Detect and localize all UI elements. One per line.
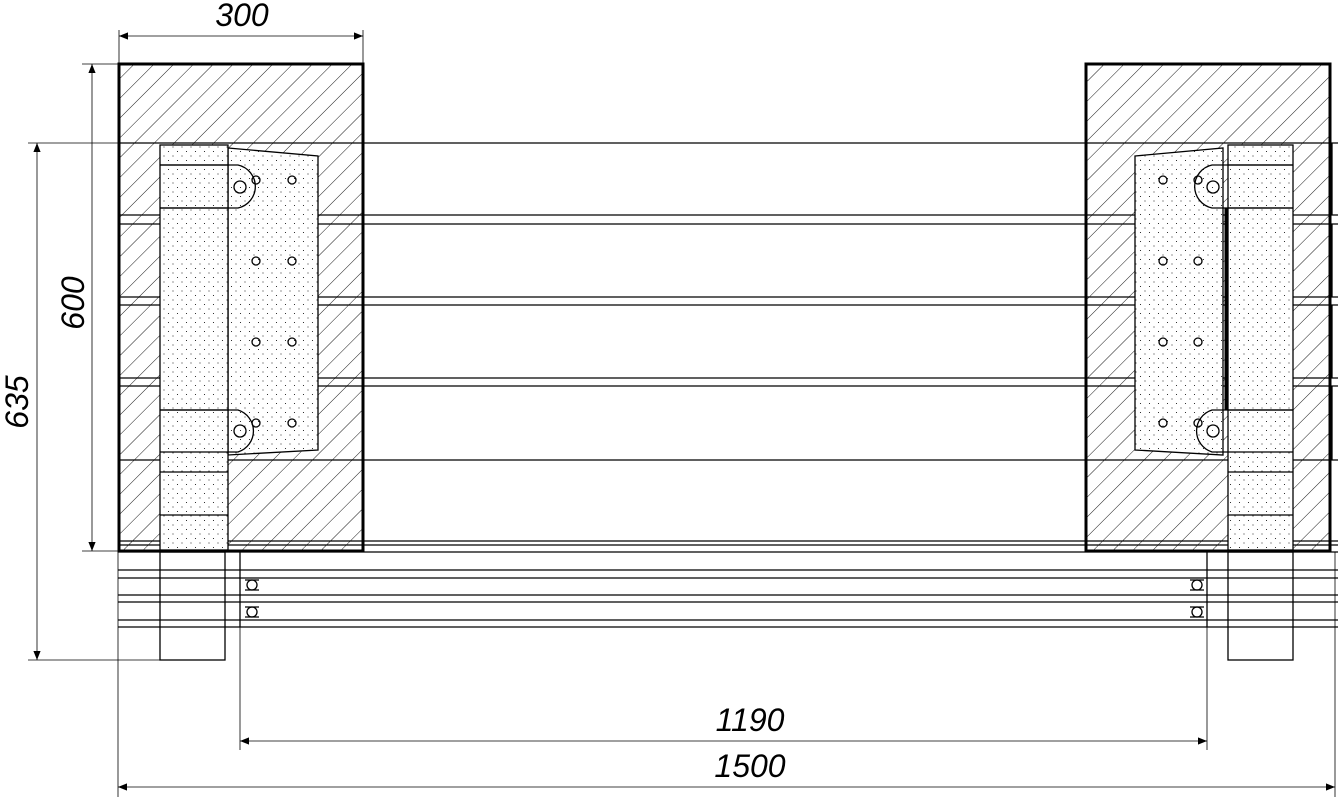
- dimension-inner-height: 600: [55, 63, 119, 552]
- dim-label-top-width: 300: [215, 0, 269, 33]
- bolt-hole-icon: [1158, 175, 1203, 428]
- dimension-total-height: 635: [0, 142, 160, 661]
- bolt-hole-icon: [251, 175, 297, 428]
- right-block: [1084, 62, 1332, 553]
- dim-label-inner-height: 600: [55, 276, 91, 330]
- dim-label-total-span: 1500: [714, 748, 785, 784]
- dim-label-inner-span: 1190: [716, 702, 785, 738]
- left-block: [117, 62, 365, 553]
- dim-label-total-height: 635: [0, 375, 35, 429]
- dimension-top-width: 300: [118, 0, 364, 64]
- dimension-inner-span: 1190: [239, 627, 1208, 750]
- clip-icon: [1190, 579, 1204, 618]
- dimension-total-span: 1500: [117, 552, 1336, 797]
- clip-icon: [245, 579, 259, 618]
- lower-channel: [118, 551, 1338, 661]
